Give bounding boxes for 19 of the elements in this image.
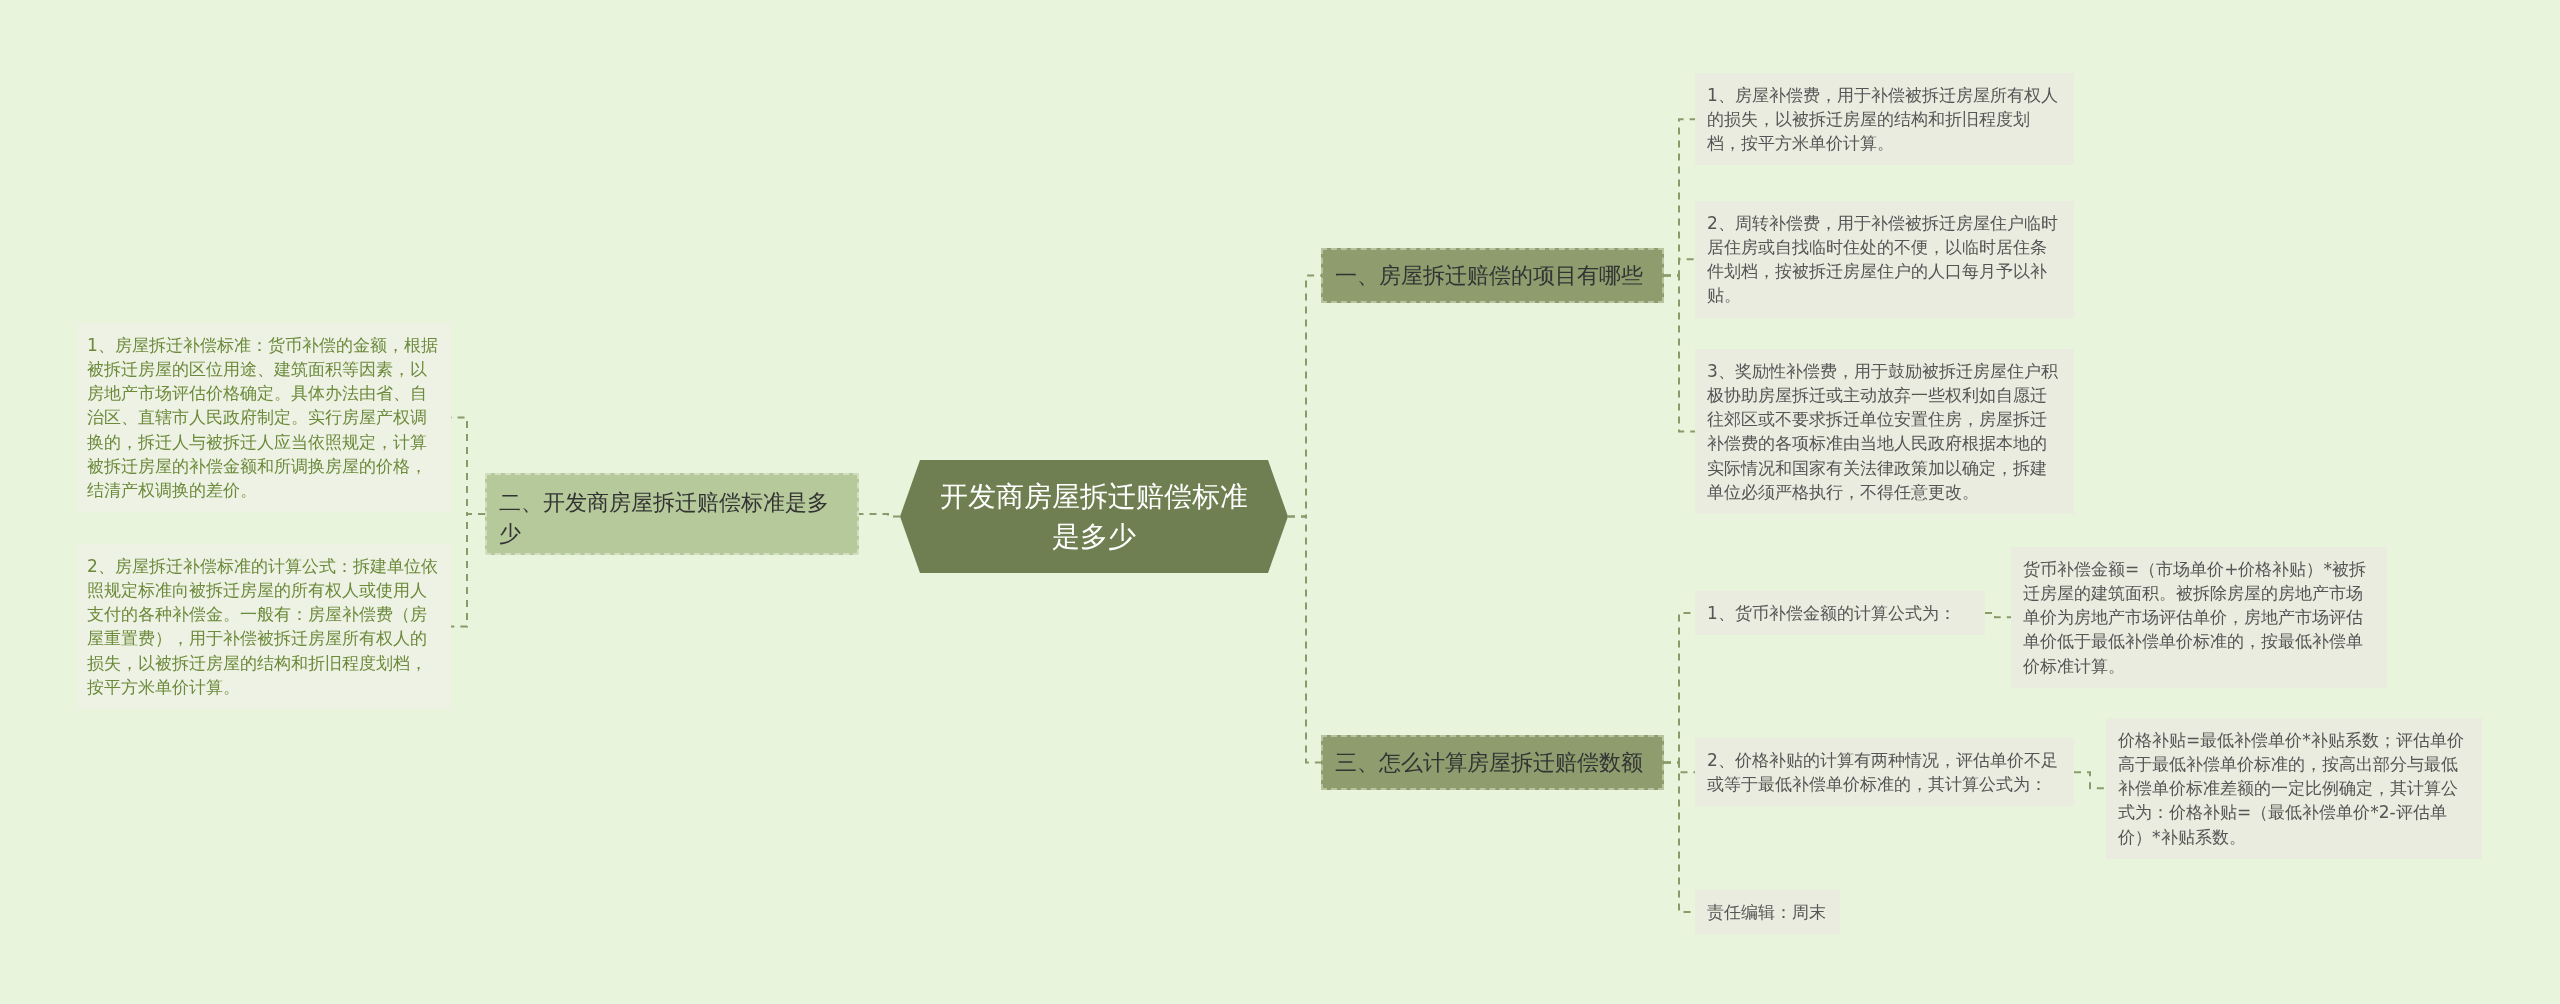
note-box: 1、房屋补偿费，用于补偿被拆迁房屋所有权人的损失，以被拆迁房屋的结构和折旧程度划档，按平方米单价计算。 bbox=[1695, 73, 2074, 166]
note-box: 2、周转补偿费，用于补偿被拆迁房屋住户临时居住房或自找临时住处的不便，以临时居住条件划档，按被拆迁房屋住户的人口每月予以补贴。 bbox=[1695, 201, 2074, 318]
note-box: 责任编辑：周末 bbox=[1695, 890, 1840, 935]
branch-box: 二、开发商房屋拆迁赔偿标准是多少 bbox=[485, 473, 859, 555]
note-box: 2、价格补贴的计算有两种情况，评估单价不足或等于最低补偿单价标准的，其计算公式为： bbox=[1695, 738, 2074, 807]
note-box: 1、房屋拆迁补偿标准：货币补偿的金额，根据被拆迁房屋的区位用途、建筑面积等因素，以房地产市场评估价格确定。具体办法由省、自治区、直辖市人民政府制定。实行房屋产权调换的，拆迁人与被拆迁人应当依照规定，计算被拆迁房屋的补偿金额和所调换房屋的价格，结清产权调换的差价。 bbox=[77, 323, 451, 512]
note-box: 2、房屋拆迁补偿标准的计算公式：拆建单位依照规定标准向被拆迁房屋的所有权人或使用人支付的各种补偿金。一般有：房屋补偿费（房屋重置费），用于补偿被拆迁房屋所有权人的损失，以被拆迁房屋的结构和折旧程度划档，按平方米单价计算。 bbox=[77, 544, 451, 709]
connector-line bbox=[858, 513, 901, 518]
note-box: 1、货币补偿金额的计算公式为： bbox=[1695, 591, 1985, 636]
note-box: 价格补贴=最低补偿单价*补贴系数；评估单价高于最低补偿单价标准的，按高出部分与最低补偿单价标准差额的一定比例确定，其计算公式为：价格补贴=（最低补偿单价*2-评估单价）*补贴系数。 bbox=[2106, 718, 2482, 859]
branch-box: 一、房屋拆迁赔偿的项目有哪些 bbox=[1321, 248, 1664, 304]
note-box: 3、奖励性补偿费，用于鼓励被拆迁房屋住户积极协助房屋拆迁或主动放弃一些权利如自愿迁往郊区或不要求拆迁单位安置住房，房屋拆迁补偿费的各项标准由当地人民政府根据本地的实际情况和国家有关法律政策加以确定，拆建单位必须严格执行，不得任意更改。 bbox=[1695, 349, 2074, 514]
branch-box: 三、怎么计算房屋拆迁赔偿数额 bbox=[1321, 735, 1664, 791]
connector-line bbox=[1287, 515, 1322, 764]
note-box: 货币补偿金额=（市场单价+价格补贴）*被拆迁房屋的建筑面积。被拆除房屋的房地产市场单价为房地产市场评估单价，房地产市场评估单价低于最低补偿单价标准的，按最低补偿单价标准计算。 bbox=[2011, 547, 2387, 688]
connector-line bbox=[1663, 274, 1696, 433]
connector-line bbox=[450, 513, 486, 628]
connector-line bbox=[2073, 771, 2107, 790]
connector-line bbox=[1984, 612, 2012, 619]
